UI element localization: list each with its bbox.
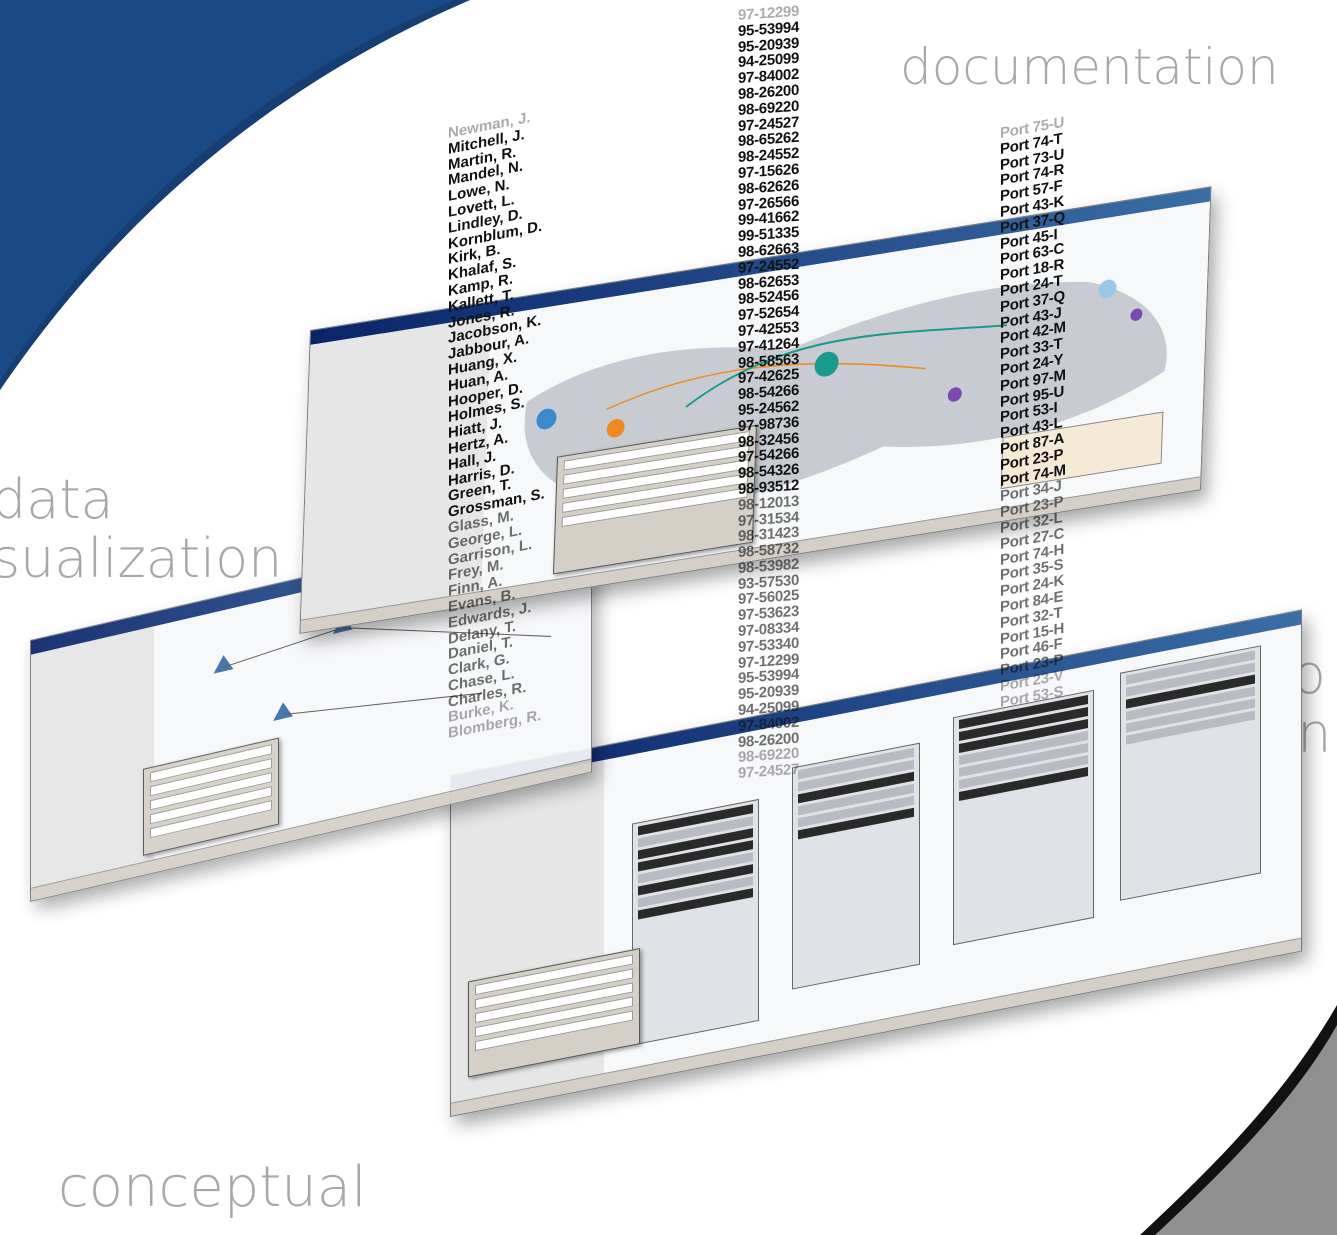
node-triangle-icon <box>273 702 294 721</box>
city-node-icon <box>1130 308 1143 321</box>
map-legend-box <box>1000 411 1164 490</box>
city-node-icon <box>947 387 962 402</box>
node-triangle-icon <box>213 655 234 674</box>
gray-swoosh <box>1150 1020 1337 1235</box>
map-window <box>299 186 1212 634</box>
rack-unit-1 <box>631 798 760 1046</box>
caption-conceptual: conceptual <box>58 1155 367 1220</box>
cloud-icon <box>1098 279 1117 299</box>
names-column: Newman, J.Mitchell, J.Martin, R.Mandel, … <box>448 107 545 742</box>
network-canvas <box>154 525 591 861</box>
cloud-icon <box>814 351 839 377</box>
rack-unit-2 <box>792 742 920 990</box>
city-node-icon <box>606 418 625 438</box>
network-diagram-window <box>30 510 592 902</box>
rack-unit-3 <box>952 689 1094 946</box>
cloud-icon <box>536 408 557 430</box>
rack-unit-4 <box>1119 644 1262 901</box>
blue-swoosh <box>0 0 470 390</box>
caption-data-visualization: data sualization <box>0 468 283 591</box>
network-window-body <box>31 525 591 889</box>
map-window-body <box>300 201 1210 621</box>
network-graph <box>213 615 552 721</box>
network-side-panel <box>31 626 156 889</box>
caption-documentation: documentation <box>900 38 1279 96</box>
